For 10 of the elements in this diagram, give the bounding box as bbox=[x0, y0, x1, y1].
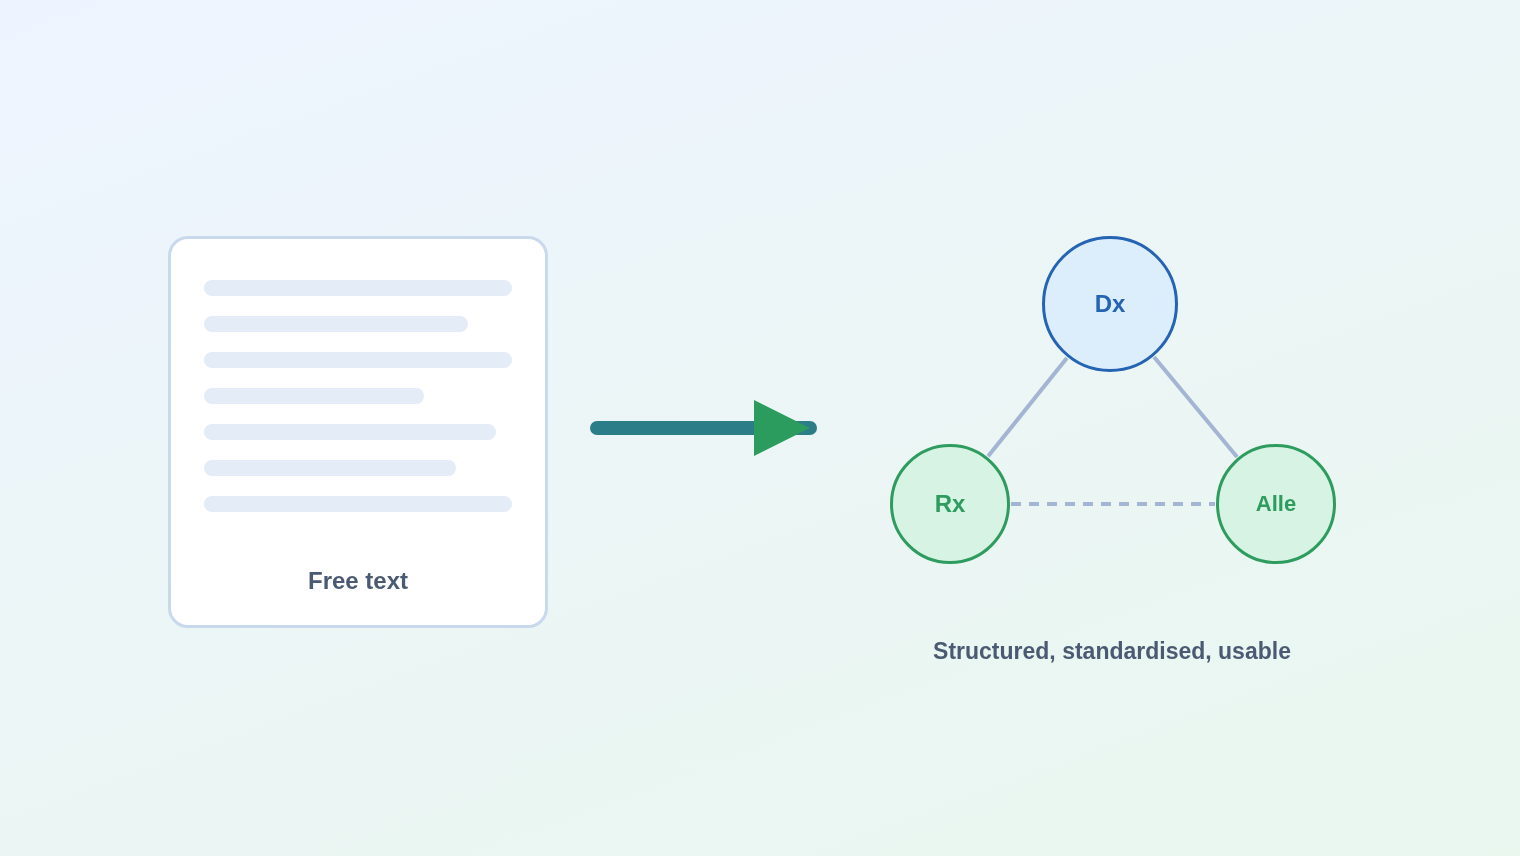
connector-line bbox=[986, 356, 1069, 458]
connector-line bbox=[1152, 355, 1239, 459]
arrow bbox=[590, 400, 817, 456]
card-caption: Free text bbox=[307, 567, 408, 595]
node-label: Dx bbox=[1094, 290, 1126, 318]
node-label: Rx bbox=[934, 490, 966, 518]
connector-line bbox=[1011, 502, 1215, 506]
caption: Structured, standardised, usable bbox=[933, 638, 1291, 665]
document-card bbox=[168, 236, 548, 628]
node-label: Alle bbox=[1255, 491, 1297, 517]
